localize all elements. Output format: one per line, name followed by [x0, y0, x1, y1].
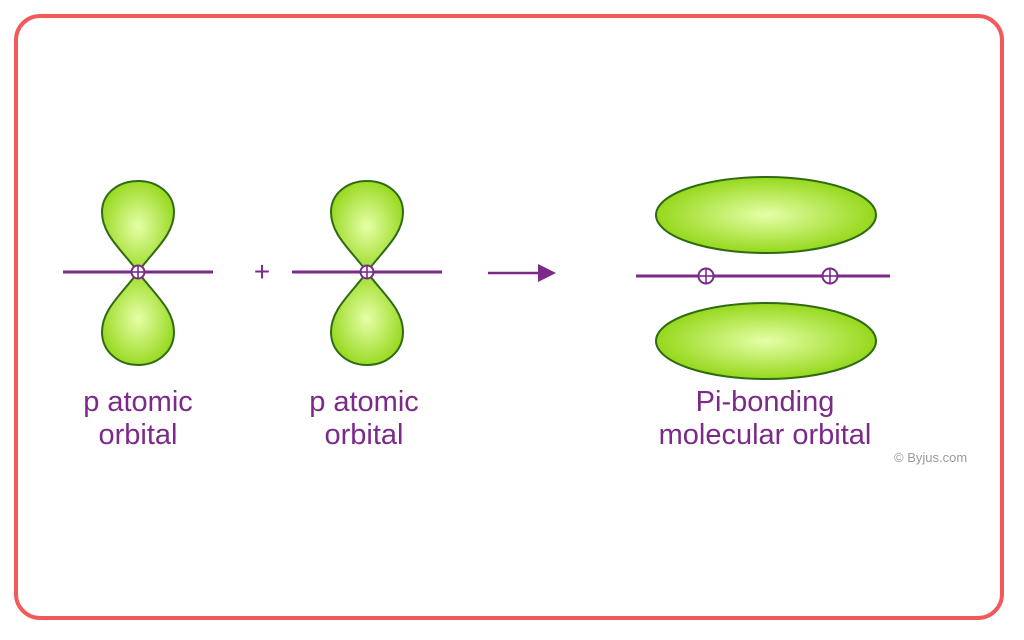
upper-lobe: [100, 179, 176, 274]
nucleus-plus-symbol: [697, 267, 715, 285]
p-atomic-orbital-1: [63, 179, 213, 367]
lower-pi-lobe: [655, 302, 877, 380]
nucleus-plus-symbol: [359, 264, 375, 280]
nucleus-plus-symbol: [821, 267, 839, 285]
nucleus-plus-symbol: [130, 264, 146, 280]
plus-operator: +: [254, 256, 270, 287]
p-atomic-orbital-2: [292, 179, 442, 367]
p-atomic-orbital-label-1: p atomic orbital: [56, 386, 220, 452]
label-line-1: Pi-bonding: [695, 386, 835, 418]
pi-bonding-orbital-label: Pi-bonding molecular orbital: [620, 386, 910, 452]
lower-lobe: [100, 270, 176, 367]
pi-bonding-molecular-orbital: [636, 176, 890, 380]
label-line-1: p atomic: [83, 386, 193, 418]
arrow-right-icon: [488, 264, 556, 282]
label-line-2: molecular orbital: [658, 419, 872, 451]
label-line-2: orbital: [98, 419, 178, 451]
p-atomic-orbital-label-2: p atomic orbital: [282, 386, 446, 452]
label-line-2: orbital: [324, 419, 404, 451]
upper-lobe: [329, 179, 405, 274]
label-line-1: p atomic: [309, 386, 419, 418]
source-credit: © Byjus.com: [894, 450, 968, 465]
upper-pi-lobe: [655, 176, 877, 254]
lower-lobe: [329, 270, 405, 367]
